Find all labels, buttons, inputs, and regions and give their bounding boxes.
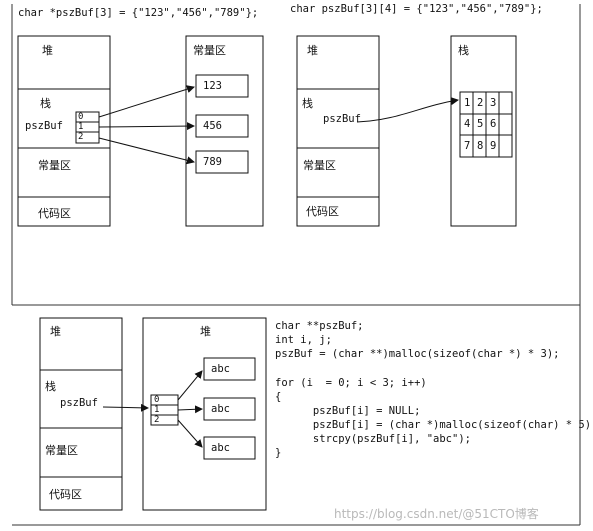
diagram2-cell-1-1: 5 [477,118,484,130]
diagram3-code-line-6: pszBuf[i] = NULL; [275,405,421,417]
diagram1-index-2: 2 [78,132,84,142]
diagram2-stack-title: 栈 [458,44,469,57]
watermark: https://blog.csdn.net/@51CTO博客 [334,507,539,521]
diagram3-value-boxes [203,357,256,460]
diagram3-code-line-5: { [275,391,282,403]
diagram2-const-label: 常量区 [303,159,336,172]
diagram3-code-line-1: int i, j; [275,334,332,346]
diagram1-code-label: 代码区 [38,207,71,220]
diagram1-arrow-1 [98,122,195,131]
diagram1-heap-label: 堆 [42,44,53,57]
diagram3-value-0: abc [211,363,230,375]
diagram3-memory-layout [39,317,123,511]
diagram3-index-2: 2 [154,415,160,425]
diagram3-value-1: abc [211,403,230,415]
diagram3-arrow-0 [177,370,203,401]
diagram1-const-label: 常量区 [38,159,71,172]
diagram3-code-line-9: } [275,447,282,459]
diagram1-index-0: 0 [78,112,84,122]
diagram1-const-area [185,35,264,227]
diagram2-grid [459,91,513,158]
diagram3-pointer-name: pszBuf [60,397,98,409]
diagram3-code-line-2: pszBuf = (char **)malloc(sizeof(char *) … [275,348,560,360]
diagram2-memory-layout [296,35,380,227]
diagram3-code-line-0: char **pszBuf; [275,320,364,332]
diagram2-stack-label: 栈 [302,97,313,110]
diagram3-code-line-7: pszBuf[i] = (char *)malloc(sizeof(char) … [275,419,593,431]
diagram3-arrow-1 [177,405,203,414]
diagram3-index-1: 1 [154,405,160,415]
diagram3-heap-label: 堆 [50,325,61,338]
diagram3-const-label: 常量区 [45,444,78,457]
diagram2-cell-2-2: 9 [490,140,497,152]
diagram3-code-line-4: for (i = 0; i < 3; i++) [275,377,427,389]
diagram2-code-label: 代码区 [306,205,339,218]
diagram3-stack-label: 栈 [45,380,56,393]
diagram2-cell-0-0: 1 [464,97,471,109]
diagram2-cell-2-0: 7 [464,140,471,152]
diagram1-const-value-1: 456 [203,120,222,132]
diagram1-const-value-0: 123 [203,80,222,92]
diagram1-code: char *pszBuf[3] = {"123","456","789"}; [18,7,259,19]
diagram3-heap-title: 堆 [200,325,211,338]
diagram1-pointer-name: pszBuf [25,120,63,132]
diagram1-memory-layout [17,35,111,227]
diagram3-arrow-2 [177,419,203,448]
diagram2-cell-0-1: 2 [477,97,484,109]
diagram1-stack-label: 栈 [40,97,51,110]
diagram1-const-value-2: 789 [203,156,222,168]
diagram1-arrow-2 [98,137,195,165]
diagram3-code-line-8: strcpy(pszBuf[i], "abc"); [275,433,471,445]
diagram2-cell-0-2: 3 [490,97,497,109]
diagram2-pointer-name: pszBuf [323,113,361,125]
diagram1-const-area-title: 常量区 [193,44,226,57]
diagram2-arrow [356,97,459,123]
diagram1-pointer-array [75,111,100,144]
diagram2-code: char pszBuf[3][4] = {"123","456","789"}; [290,3,543,15]
diagram2-cell-2-1: 8 [477,140,484,152]
diagram3-pointer-arrow [102,403,149,412]
diagram1-arrow-0 [98,85,195,118]
diagram3-index-0: 0 [154,395,160,405]
diagram2-cell-1-2: 6 [490,118,497,130]
diagram3-heap-box [142,317,267,511]
diagram3-code-label: 代码区 [49,488,82,501]
diagram2-heap-label: 堆 [307,44,318,57]
diagram2-stack-box [450,35,517,227]
diagram3-value-2: abc [211,442,230,454]
diagram2-cell-1-0: 4 [464,118,471,130]
diagram1-index-1: 1 [78,122,84,132]
